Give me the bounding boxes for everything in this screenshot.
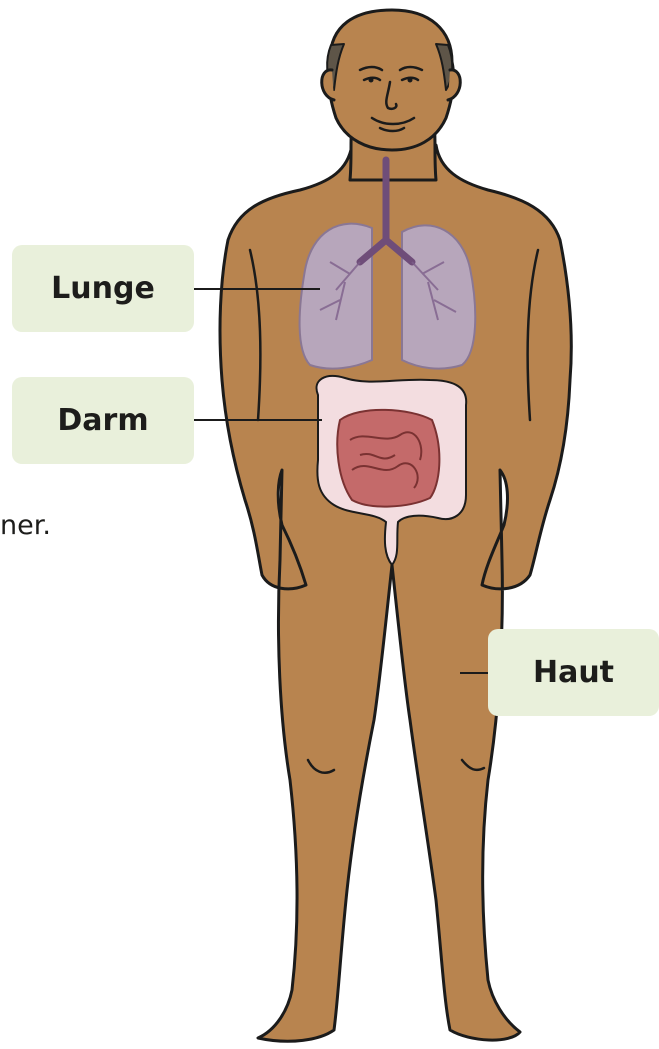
label-skin: Haut [488,629,659,716]
label-intestine: Darm [12,377,194,464]
head [328,10,453,150]
label-lung: Lunge [12,245,194,332]
body-silhouette [220,145,571,1041]
